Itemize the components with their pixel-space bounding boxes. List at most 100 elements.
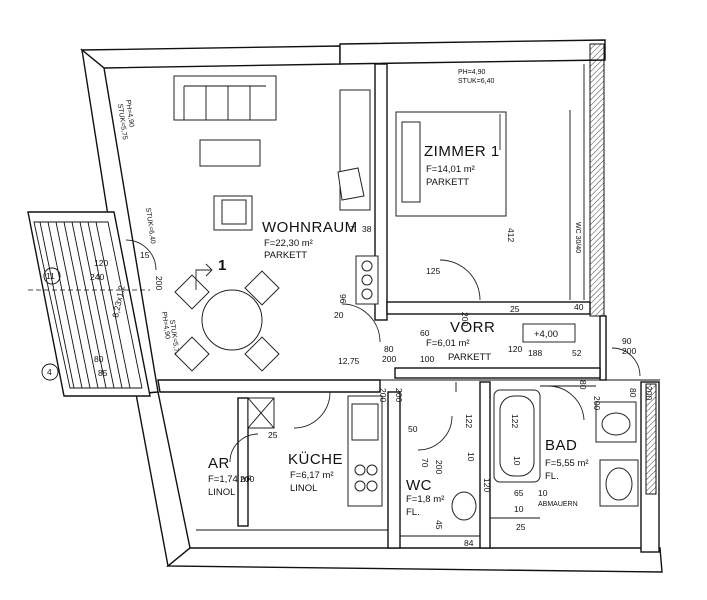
room-floor-wohnraum: PARKETT — [264, 250, 307, 261]
room-name-ar: AR — [208, 455, 230, 472]
ph-note-zimmer: PH=4,90 — [458, 69, 486, 76]
dim-122-b: 122 — [510, 414, 520, 428]
section-number: 1 — [218, 257, 227, 274]
wall-right-lower-hatch — [645, 383, 657, 495]
room-name-zimmer: ZIMMER 1 — [424, 143, 500, 160]
wall-top-right — [339, 39, 606, 65]
door-bad — [547, 385, 585, 421]
room-floor-vorr: PARKETT — [448, 352, 491, 363]
dim-200-c: 200 — [394, 388, 404, 402]
room-name-wc: WC — [406, 477, 432, 494]
room-name-bad: BAD — [545, 437, 577, 454]
room-wohnraum: WOHNRAUM F=22,30 m² PARKETT — [262, 219, 357, 261]
chair-1 — [174, 274, 210, 310]
wall-top-left — [80, 45, 341, 69]
wall-lower-left — [135, 391, 191, 568]
dim-120-wc: 120 — [482, 478, 492, 492]
dim-25-zimmer: 25 — [510, 304, 520, 314]
dim-412: 412 — [506, 228, 516, 242]
wall-wc-bad — [479, 381, 491, 549]
wall-right-mid — [599, 315, 607, 381]
balcony-grating — [39, 221, 131, 389]
outer-walls — [80, 39, 663, 573]
dim-12-75: 12,75 — [338, 356, 360, 366]
dim-188: 188 — [528, 348, 542, 358]
dim-40: 40 — [574, 302, 584, 312]
kitchen-fixtures — [247, 395, 383, 507]
dim-96: 96 — [338, 294, 348, 304]
door-kueche — [293, 391, 331, 429]
dim-11: 11 — [46, 271, 55, 281]
chair-3 — [174, 336, 210, 372]
abmauern-note: ABMAUERN — [538, 501, 578, 508]
dim-38: 38 — [362, 224, 372, 234]
room-floor-wc: FL. — [406, 507, 420, 518]
dim-15: 15 — [140, 250, 150, 260]
level-box — [522, 323, 576, 343]
room-area-kueche: F=6,17 m² — [290, 470, 334, 481]
dim-200-kueche: 200 — [378, 388, 388, 402]
dim-200-ar: 200 — [240, 474, 254, 484]
dim-200-d: 200 — [622, 346, 636, 356]
room-area-wohnraum: F=22,30 m² — [264, 238, 313, 249]
door-wc — [417, 415, 453, 451]
dim-200-bad: 200 — [592, 396, 602, 410]
dim-200-left: 200 — [154, 276, 164, 290]
zimmer-furniture — [395, 111, 507, 217]
room-floor-kueche: LINOL — [290, 483, 317, 494]
dim-10-d: 10 — [514, 504, 524, 514]
dim-80-bad: 80 — [578, 380, 588, 390]
sofa — [173, 75, 277, 121]
door-balcony — [125, 239, 157, 271]
dim-7: 7 — [350, 224, 355, 234]
door-right — [611, 347, 641, 377]
lamp — [337, 167, 365, 201]
dimension-labels: 7 38 96 20 125 412 200 80 200 60 100 12,… — [140, 224, 654, 548]
dim-25-wc: 25 — [516, 522, 526, 532]
chair-2 — [244, 270, 280, 306]
wall-kueche-right — [387, 391, 401, 549]
room-name-vorr: VORR — [450, 319, 495, 336]
door-zimmer — [439, 259, 481, 301]
dim-85: 85 — [98, 368, 108, 378]
balcony: 120 240 11 80 85 4 8,23x1,2 — [27, 211, 151, 397]
door-wohn-vorr — [341, 303, 381, 343]
wall-bottom — [166, 547, 663, 573]
section-marker: 1 — [195, 257, 227, 290]
wall-wohn-bottom — [157, 379, 381, 393]
dim-20: 20 — [334, 310, 344, 320]
room-vorr: VORR F=6,01 m² PARKETT — [426, 319, 495, 363]
wall-zimmer-bottom — [386, 301, 591, 315]
room-area-ar: F=1,74 m² — [208, 474, 252, 485]
stuk-note-zimmer: STUK=6,40 — [458, 78, 494, 85]
room-floor-ar: LINOL — [208, 487, 235, 498]
room-area-wc: F=1,8 m² — [406, 494, 444, 505]
room-area-vorr: F=6,01 m² — [426, 338, 470, 349]
wc-right-note: WC 30/40 — [574, 222, 581, 253]
coffee-table — [199, 139, 261, 167]
dim-100: 100 — [420, 354, 434, 364]
dim-10-c: 10 — [538, 488, 548, 498]
dim-10-a: 10 — [466, 452, 476, 462]
kitchen-sink — [351, 403, 379, 441]
dim-125: 125 — [426, 266, 440, 276]
dim-45: 45 — [434, 520, 444, 530]
dim-90: 90 — [622, 336, 632, 346]
room-zimmer: ZIMMER 1 F=14,01 m² PARKETT — [424, 143, 500, 188]
dim-60: 60 — [420, 328, 430, 338]
dim-25-ar: 25 — [268, 430, 278, 440]
dim-52: 52 — [572, 348, 582, 358]
ph-note-left2: PH=4,90 — [160, 311, 171, 339]
dim-10-b: 10 — [512, 456, 522, 466]
dim-80-balcony: 80 — [94, 354, 104, 364]
room-floor-zimmer: PARKETT — [426, 177, 469, 188]
door-ar — [229, 433, 259, 463]
room-ar: AR F=1,74 m² LINOL — [208, 455, 252, 498]
stuk-note-left: STUK=6,40 — [144, 207, 156, 244]
dim-200-wc: 200 — [434, 460, 444, 474]
chair-4 — [244, 336, 280, 372]
room-area-zimmer: F=14,01 m² — [426, 164, 475, 175]
dim-200-far: 200 — [644, 386, 654, 400]
level-circle-4 — [41, 363, 59, 381]
dim-120-vorr: 120 — [508, 344, 522, 354]
